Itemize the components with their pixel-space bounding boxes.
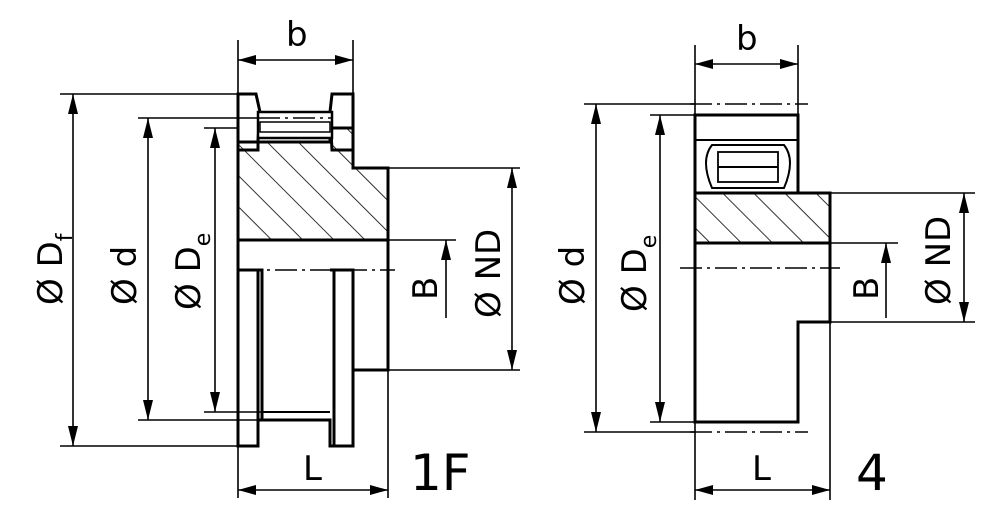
4-label-L: L [752, 449, 771, 489]
1f-hub-section [236, 126, 390, 242]
pulley-1f: b Ø Df Ø d Ø De B Ø ND [31, 15, 520, 502]
4-type-label: 4 [856, 444, 888, 502]
4-hub-section [693, 191, 832, 245]
4-label-b: b [736, 19, 758, 59]
pulley-4: b Ø d Ø De B Ø ND L 4 [553, 19, 975, 502]
4-label-B: B [847, 277, 887, 300]
4-label-ode: Ø De [615, 235, 662, 312]
1f-lower-body [236, 238, 390, 448]
4-label-ond: Ø ND [919, 216, 959, 305]
1f-label-odf: Ø Df [31, 232, 78, 305]
1f-label-b: b [286, 15, 308, 55]
1f-label-L: L [303, 449, 322, 489]
4-label-od: Ø d [553, 246, 593, 305]
1f-right-flange-top [328, 92, 355, 152]
1f-left-flange-top [236, 92, 262, 152]
1f-label-od: Ø d [105, 246, 145, 305]
1f-label-ode: Ø De [169, 233, 216, 310]
1f-type-label: 1F [410, 444, 471, 502]
1f-label-ond: Ø ND [469, 229, 509, 318]
1f-label-B: B [406, 277, 446, 300]
4-lower-body [693, 241, 832, 424]
4-tooth-groove [705, 144, 791, 189]
